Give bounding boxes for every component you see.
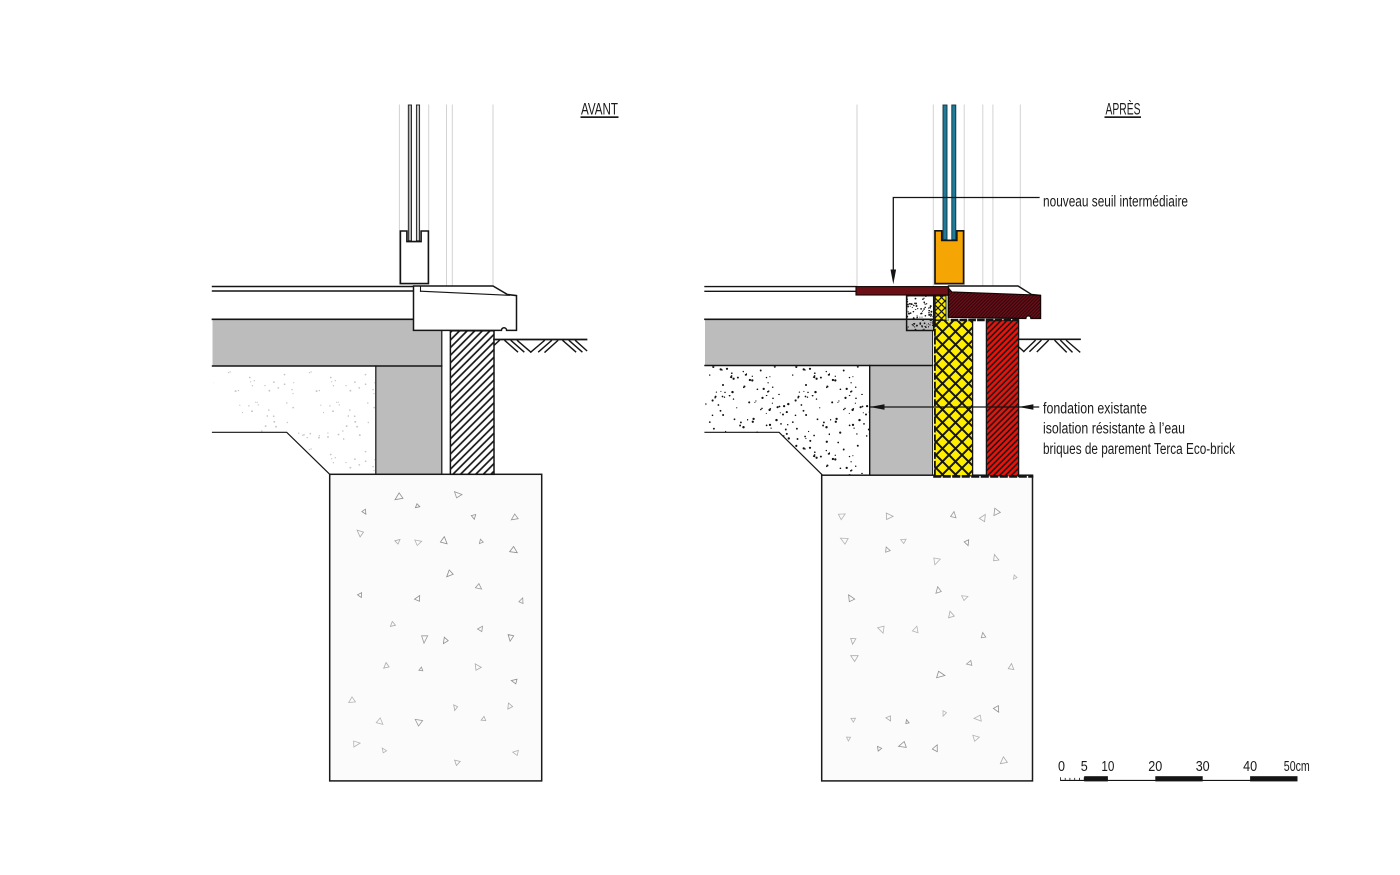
svg-text:10: 10 [1101,759,1114,775]
svg-text:40: 40 [1243,759,1257,775]
svg-text:isolation résistante à l’eau: isolation résistante à l’eau [1043,421,1185,438]
svg-text:APRÈS: APRÈS [1106,100,1141,119]
svg-text:nouveau seuil intermédiaire: nouveau seuil intermédiaire [1043,194,1188,211]
svg-text:30: 30 [1196,759,1210,775]
svg-text:20: 20 [1148,759,1162,775]
svg-text:AVANT: AVANT [581,101,618,119]
svg-text:5: 5 [1081,759,1088,775]
svg-text:0: 0 [1058,759,1065,775]
svg-text:fondation existante: fondation existante [1043,400,1147,417]
svg-text:50cm: 50cm [1284,759,1310,775]
svg-text:briques de parement Terca Eco-: briques de parement Terca Eco-brick [1043,441,1235,458]
